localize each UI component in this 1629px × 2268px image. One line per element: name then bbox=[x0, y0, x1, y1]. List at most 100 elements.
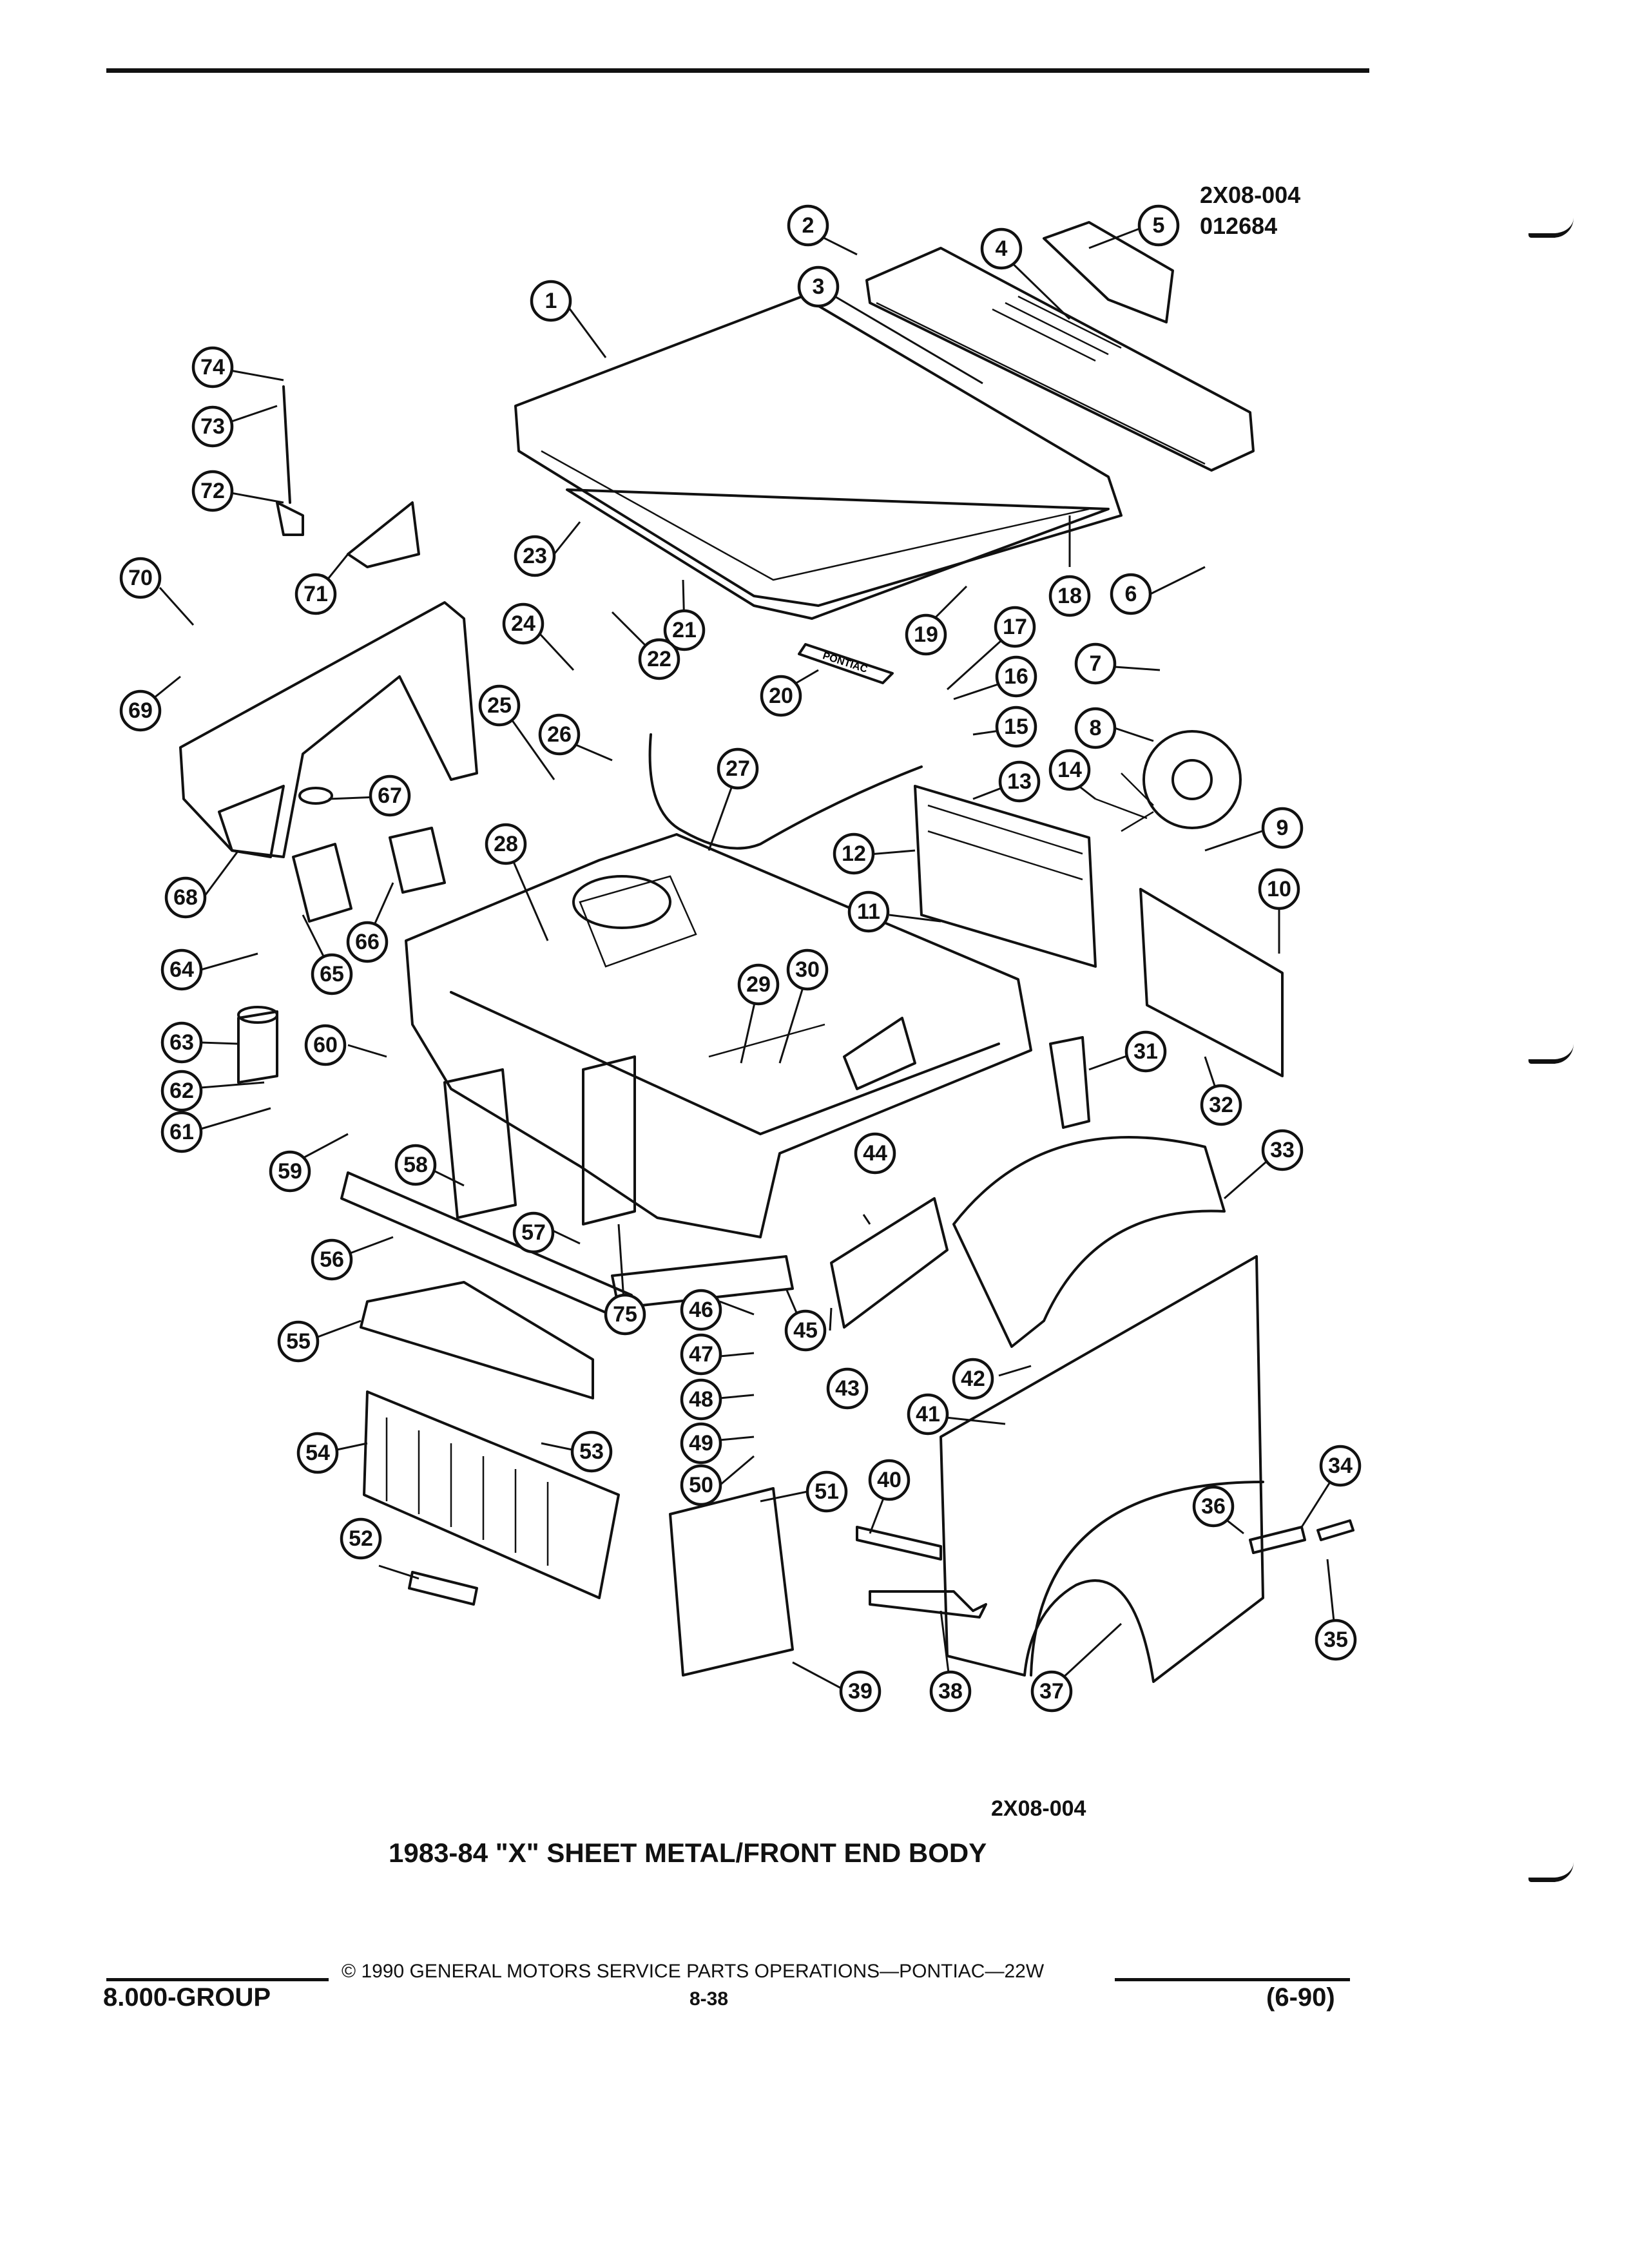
svg-text:7: 7 bbox=[1090, 651, 1102, 676]
callout-7: 7 bbox=[1074, 642, 1117, 685]
callout-66: 66 bbox=[346, 921, 389, 963]
callout-58: 58 bbox=[394, 1144, 437, 1186]
callout-33: 33 bbox=[1261, 1129, 1304, 1171]
svg-text:34: 34 bbox=[1328, 1454, 1353, 1478]
svg-text:69: 69 bbox=[128, 698, 153, 723]
svg-text:41: 41 bbox=[916, 1402, 940, 1427]
callout-21: 21 bbox=[663, 609, 706, 651]
callout-39: 39 bbox=[839, 1670, 882, 1713]
svg-text:31: 31 bbox=[1133, 1039, 1158, 1064]
callout-70: 70 bbox=[119, 557, 162, 599]
svg-text:57: 57 bbox=[521, 1220, 546, 1245]
callout-41: 41 bbox=[907, 1393, 949, 1436]
svg-text:20: 20 bbox=[769, 684, 793, 708]
callout-73: 73 bbox=[191, 405, 234, 448]
diagram-date-code: 012684 bbox=[1200, 213, 1278, 239]
callout-24: 24 bbox=[502, 602, 545, 645]
svg-text:14: 14 bbox=[1057, 758, 1082, 782]
svg-text:26: 26 bbox=[547, 722, 572, 747]
left-fender bbox=[179, 601, 478, 858]
callout-27: 27 bbox=[717, 747, 759, 790]
svg-text:22: 22 bbox=[647, 647, 671, 671]
callout-57: 57 bbox=[512, 1211, 555, 1254]
headlamp-housing bbox=[669, 1487, 794, 1677]
svg-text:37: 37 bbox=[1039, 1679, 1064, 1704]
diagram-title: 1983-84 "X" SHEET METAL/FRONT END BODY bbox=[389, 1838, 987, 1868]
cooling-fan bbox=[1095, 730, 1242, 832]
svg-text:6: 6 bbox=[1125, 582, 1137, 606]
svg-text:45: 45 bbox=[793, 1318, 818, 1343]
callout-20: 20 bbox=[760, 675, 802, 717]
svg-text:49: 49 bbox=[689, 1431, 713, 1456]
inner-fender-shield bbox=[952, 1136, 1226, 1348]
svg-text:5: 5 bbox=[1153, 213, 1165, 238]
callout-49: 49 bbox=[680, 1422, 722, 1465]
radiator bbox=[914, 785, 1097, 968]
footer-rule-right bbox=[1115, 1978, 1350, 1981]
svg-text:21: 21 bbox=[672, 618, 697, 642]
lower-valance bbox=[360, 1281, 594, 1399]
footer-rule-left bbox=[106, 1978, 329, 1981]
callout-14: 14 bbox=[1048, 749, 1091, 791]
svg-text:62: 62 bbox=[169, 1079, 194, 1103]
callout-22: 22 bbox=[638, 638, 680, 680]
svg-text:66: 66 bbox=[355, 930, 380, 954]
callout-13: 13 bbox=[998, 760, 1041, 803]
svg-text:9: 9 bbox=[1277, 816, 1289, 840]
header-rule bbox=[106, 68, 1369, 73]
callout-16: 16 bbox=[995, 655, 1037, 698]
grille bbox=[363, 1390, 620, 1599]
svg-text:65: 65 bbox=[320, 962, 344, 986]
callout-4: 4 bbox=[980, 227, 1023, 270]
radiator-hose bbox=[648, 733, 923, 850]
svg-text:54: 54 bbox=[305, 1441, 330, 1465]
callout-10: 10 bbox=[1258, 868, 1300, 910]
svg-text:32: 32 bbox=[1209, 1093, 1233, 1117]
air-deflector bbox=[830, 1197, 949, 1329]
svg-text:12: 12 bbox=[842, 841, 866, 866]
svg-text:24: 24 bbox=[511, 611, 535, 636]
washer-reservoir bbox=[292, 787, 446, 923]
callout-74: 74 bbox=[191, 346, 234, 389]
callout-8: 8 bbox=[1074, 707, 1117, 749]
binder-mark-2 bbox=[1528, 1044, 1574, 1064]
svg-text:47: 47 bbox=[689, 1342, 713, 1367]
battery bbox=[237, 1006, 278, 1084]
callout-31: 31 bbox=[1124, 1030, 1167, 1073]
svg-text:2: 2 bbox=[802, 213, 815, 238]
callout-75: 75 bbox=[604, 1293, 646, 1336]
svg-text:72: 72 bbox=[200, 479, 225, 503]
callout-51: 51 bbox=[805, 1470, 848, 1513]
svg-text:8: 8 bbox=[1090, 716, 1102, 740]
svg-text:44: 44 bbox=[863, 1141, 887, 1166]
svg-text:36: 36 bbox=[1201, 1494, 1226, 1519]
callout-52: 52 bbox=[340, 1517, 382, 1560]
bumper-reinforcement bbox=[340, 1171, 794, 1322]
callout-9: 9 bbox=[1261, 807, 1304, 849]
diagram-ref-top: 2X08-004 bbox=[1200, 182, 1301, 208]
svg-text:38: 38 bbox=[938, 1679, 963, 1704]
hood-inner-liner bbox=[566, 488, 1110, 620]
svg-text:51: 51 bbox=[815, 1479, 839, 1504]
callout-19: 19 bbox=[905, 613, 947, 656]
hood-emblem-plate: PONTIAC bbox=[798, 643, 894, 684]
callout-54: 54 bbox=[296, 1432, 339, 1474]
svg-text:3: 3 bbox=[813, 274, 825, 299]
callout-labels: 1 2 3 4 5 6 7 8 9 10 11 12 13 14 15 16 1… bbox=[119, 204, 1362, 1713]
callout-34: 34 bbox=[1319, 1445, 1362, 1487]
callout-68: 68 bbox=[164, 876, 207, 919]
callout-3: 3 bbox=[797, 265, 840, 308]
callout-45: 45 bbox=[784, 1309, 827, 1352]
binder-mark-1 bbox=[1528, 218, 1574, 238]
binder-mark-3 bbox=[1528, 1862, 1574, 1882]
fender-bracket bbox=[856, 1526, 987, 1619]
svg-text:55: 55 bbox=[286, 1329, 311, 1354]
callout-72: 72 bbox=[191, 470, 234, 512]
svg-text:33: 33 bbox=[1270, 1138, 1295, 1162]
svg-text:30: 30 bbox=[795, 957, 820, 982]
callout-53: 53 bbox=[570, 1430, 613, 1473]
footer-revision: (6-90) bbox=[1266, 1983, 1335, 2012]
svg-text:39: 39 bbox=[848, 1679, 872, 1704]
svg-text:56: 56 bbox=[320, 1247, 344, 1272]
svg-text:67: 67 bbox=[378, 783, 402, 808]
